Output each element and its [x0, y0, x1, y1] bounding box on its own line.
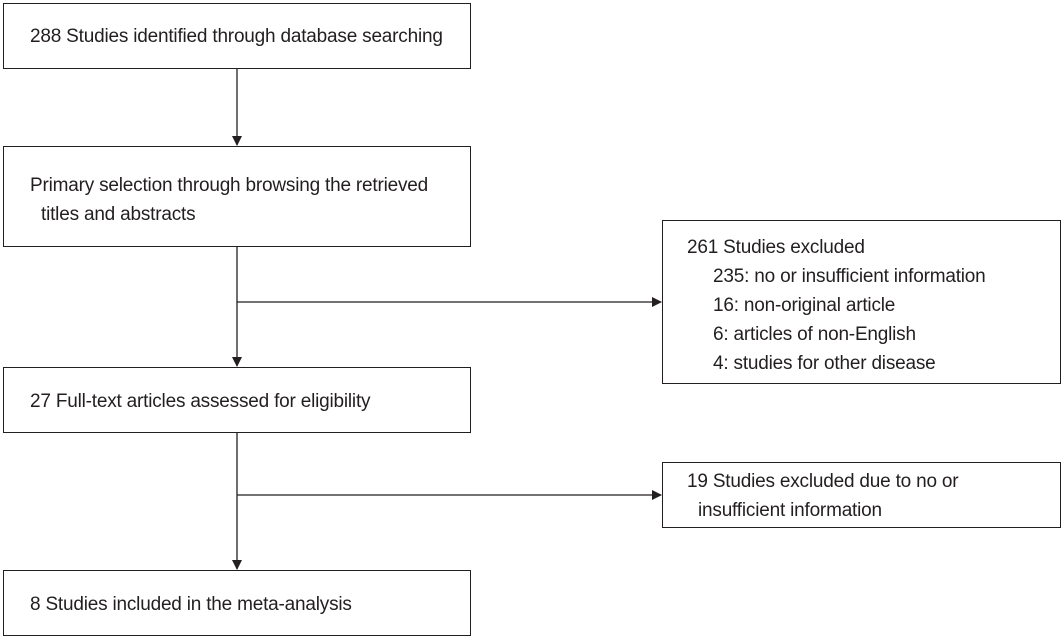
identified-studies-box: 288 Studies identified through database … [3, 3, 471, 69]
primary-selection-box: Primary selection through browsing the r… [3, 146, 471, 247]
exclusion-reason: 16: non-original article [713, 295, 896, 316]
second-exclusion-line-1: 19 Studies excluded due to no or [687, 471, 959, 492]
primary-selection-line-1: Primary selection through browsing the r… [30, 175, 429, 196]
second-exclusion-line-2: insufficient information [698, 500, 882, 521]
first-exclusion-heading: 261 Studies excluded [687, 237, 865, 258]
exclusion-reason: 6: articles of non-English [713, 324, 916, 345]
exclusion-reason: 4: studies for other disease [713, 353, 936, 374]
identified-studies-text: 288 Studies identified through database … [30, 26, 443, 47]
second-exclusion-box: 19 Studies excluded due to no or insuffi… [662, 462, 1061, 528]
full-text-articles-box: 27 Full-text articles assessed for eligi… [3, 367, 471, 433]
included-studies-text: 8 Studies included in the meta-analysis [30, 594, 352, 615]
primary-selection-line-2: titles and abstracts [41, 204, 196, 225]
first-exclusion-box: 261 Studies excluded 235: no or insuffic… [662, 220, 1061, 384]
full-text-articles-text: 27 Full-text articles assessed for eligi… [30, 391, 371, 412]
included-studies-box: 8 Studies included in the meta-analysis [3, 570, 471, 636]
exclusion-reason: 235: no or insufficient information [713, 266, 986, 287]
